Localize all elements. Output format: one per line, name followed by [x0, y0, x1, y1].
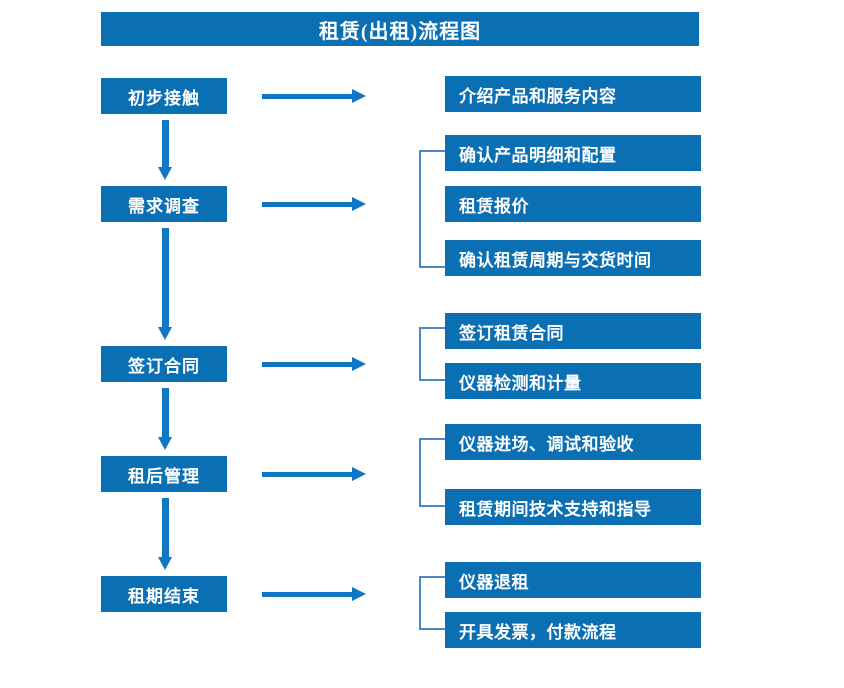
detail-box-rental-quote[interactable]: 租赁报价	[445, 186, 701, 222]
stage-box-post-rental[interactable]: 租后管理	[101, 456, 227, 492]
bracket-lease-end-group	[419, 576, 445, 630]
detail-box-technical-support[interactable]: 租赁期间技术支持和指导	[445, 489, 701, 525]
detail-box-confirm-period[interactable]: 确认租赁周期与交货时间	[445, 240, 701, 276]
stage-box-sign-contract[interactable]: 签订合同	[101, 346, 227, 382]
stage-box-initial-contact[interactable]: 初步接触	[101, 78, 227, 114]
down-arrow-sign-contract-to-post-rental	[158, 388, 173, 450]
detail-box-introduce-products[interactable]: 介绍产品和服务内容	[445, 76, 701, 112]
detail-box-sign-lease-contract[interactable]: 签订租赁合同	[445, 313, 701, 349]
right-arrow-needs-survey	[262, 197, 366, 211]
page-title: 租赁(出租)流程图	[101, 12, 699, 46]
right-arrow-lease-end	[262, 587, 366, 601]
stage-box-lease-end[interactable]: 租期结束	[101, 576, 227, 612]
down-arrow-needs-survey-to-sign-contract	[158, 228, 173, 340]
bracket-needs-survey-group	[419, 150, 445, 268]
detail-box-instrument-test[interactable]: 仪器检测和计量	[445, 363, 701, 399]
detail-box-instrument-install[interactable]: 仪器进场、调试和验收	[445, 424, 701, 460]
detail-box-confirm-spec[interactable]: 确认产品明细和配置	[445, 135, 701, 171]
bracket-sign-contract-group	[419, 327, 445, 381]
down-arrow-initial-contact-to-needs-survey	[158, 120, 173, 180]
detail-box-instrument-return[interactable]: 仪器退租	[445, 562, 701, 598]
right-arrow-initial-contact	[262, 89, 366, 103]
detail-box-invoice-payment[interactable]: 开具发票，付款流程	[445, 612, 701, 648]
stage-box-needs-survey[interactable]: 需求调查	[101, 186, 227, 222]
bracket-post-rental-group	[419, 438, 445, 507]
down-arrow-post-rental-to-lease-end	[158, 498, 173, 570]
right-arrow-sign-contract	[262, 357, 366, 371]
right-arrow-post-rental	[262, 467, 366, 481]
